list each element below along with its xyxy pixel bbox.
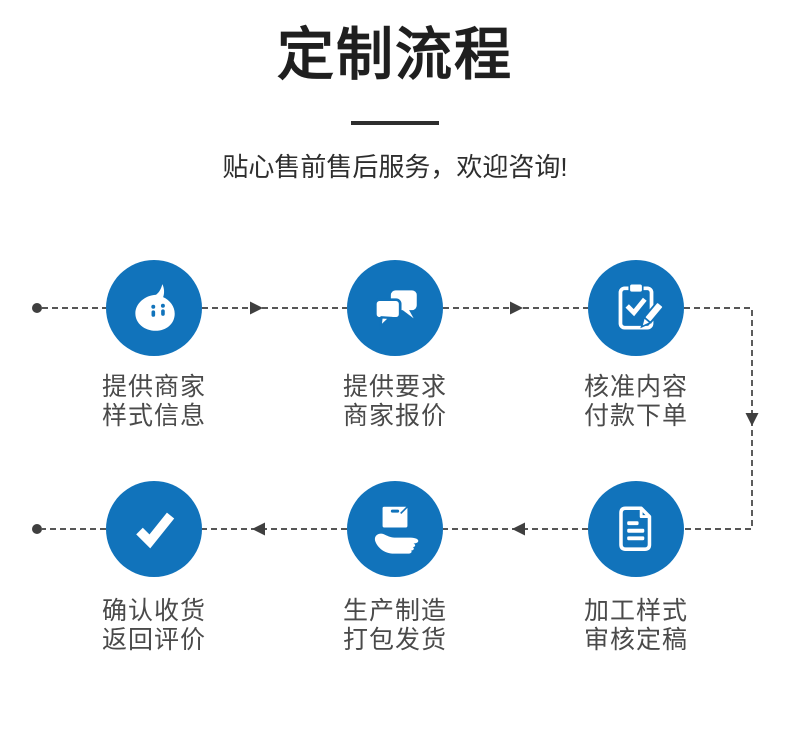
box-in-hand-icon: [374, 506, 419, 554]
step-6-label: 确认收货 返回评价: [101, 597, 206, 654]
arrow-right-2: [510, 301, 523, 315]
end-dot: [32, 524, 42, 534]
arrow-left-1: [512, 522, 525, 536]
chat-mascot-icon: [135, 284, 175, 331]
speech-bubbles-icon: [373, 290, 417, 330]
step-5-label: 生产制造 打包发货: [342, 597, 447, 654]
step-2-circle: [347, 260, 443, 356]
step-6: 确认收货 返回评价: [54, 481, 254, 655]
step-4-label: 加工样式 审核定稿: [583, 597, 688, 654]
checkmark-icon: [136, 512, 175, 549]
arrow-down: [745, 413, 759, 426]
step-5-circle: [347, 481, 443, 577]
page-subtitle: 贴心售前售后服务，欢迎咨询!: [222, 152, 568, 182]
step-4-circle: [588, 481, 684, 577]
step-1: 提供商家 样式信息: [54, 260, 254, 431]
arrow-right-1: [250, 301, 263, 315]
arrow-left-2: [252, 522, 265, 536]
clipboard-check-icon: [618, 282, 664, 330]
step-1-circle: [106, 260, 202, 356]
step-3-label: 核准内容 付款下单: [583, 373, 688, 430]
document-icon: [619, 506, 652, 551]
step-6-circle: [106, 481, 202, 577]
title-divider: [351, 121, 439, 125]
step-1-label: 提供商家 样式信息: [101, 373, 206, 430]
start-dot: [32, 303, 42, 313]
step-5: 生产制造 打包发货: [295, 481, 495, 655]
step-4: 加工样式 审核定稿: [536, 481, 736, 655]
page-title: 定制流程: [277, 23, 513, 87]
step-3-circle: [588, 260, 684, 356]
step-3: 核准内容 付款下单: [536, 260, 736, 431]
step-2: 提供要求 商家报价: [295, 260, 495, 431]
step-2-label: 提供要求 商家报价: [342, 373, 447, 430]
